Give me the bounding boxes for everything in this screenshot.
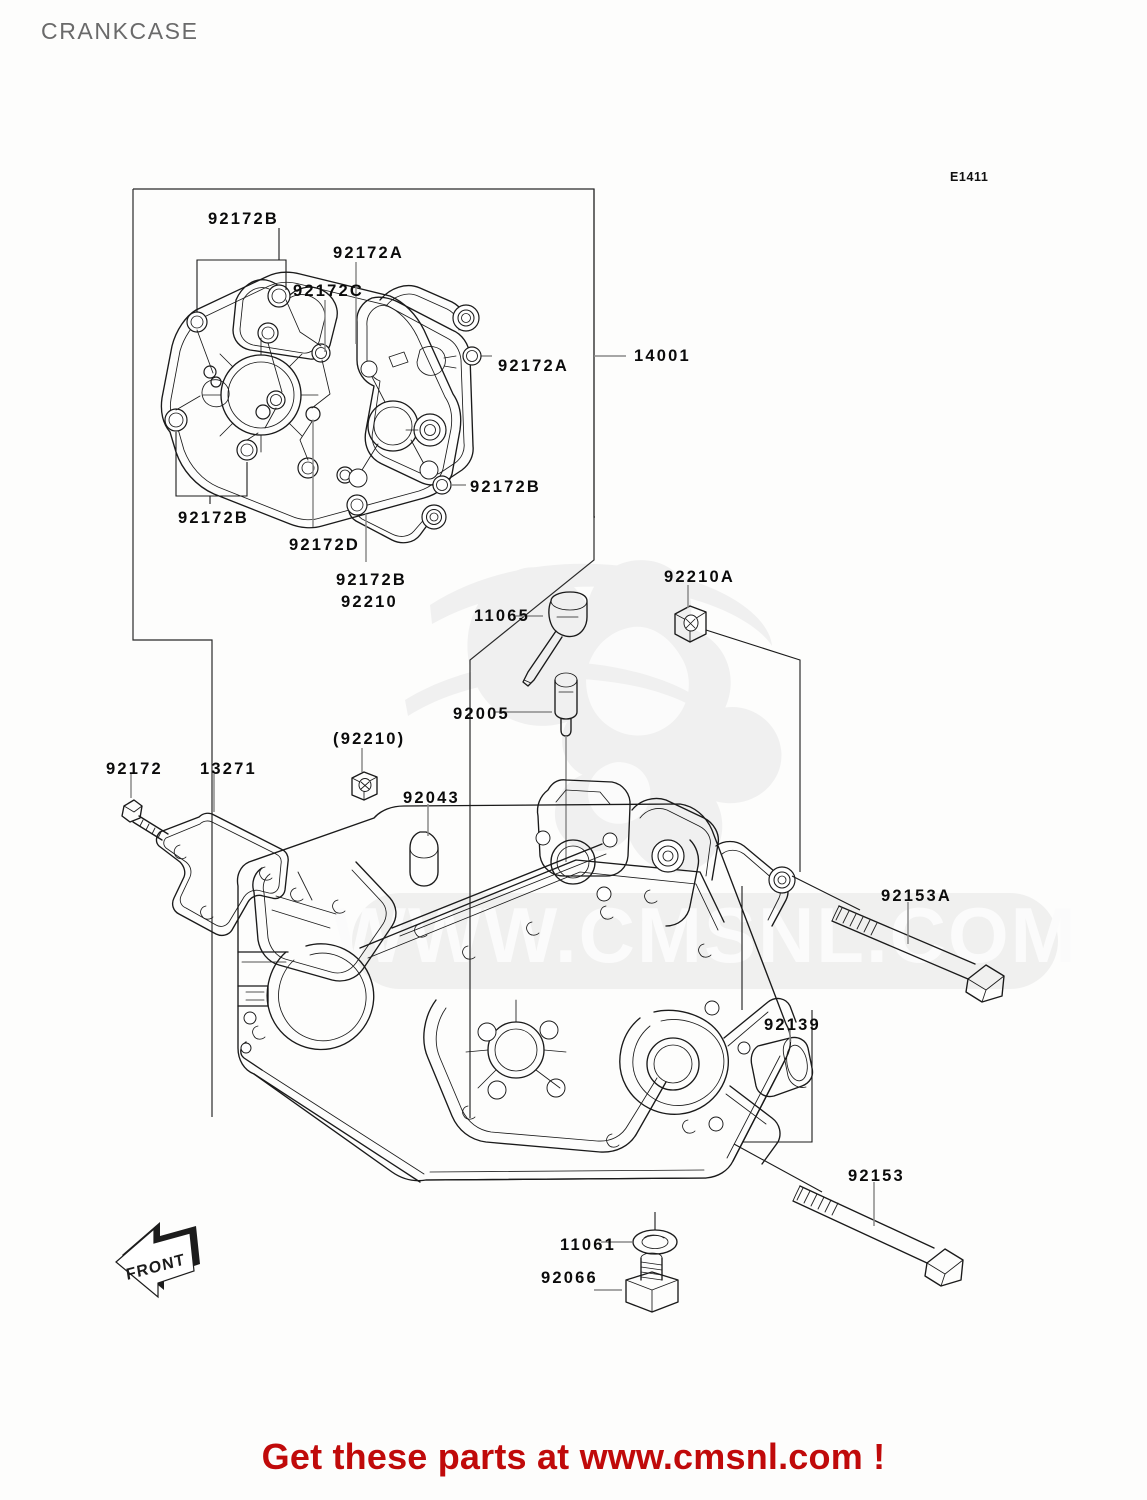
inset-crankcase-half [160, 271, 480, 544]
svg-text:WWW.CMSNL.COM: WWW.CMSNL.COM [332, 891, 1077, 979]
part-92172 [121, 774, 169, 841]
inset-boundary [132, 188, 595, 1118]
callout-inset-92210: 92210 [341, 593, 398, 611]
crankcase-body [236, 779, 797, 1183]
callout-inset-92172A-top: 92172A [333, 244, 404, 262]
callout-inset-92172A-right: 92172A [498, 357, 569, 375]
callout-92005: 92005 [453, 705, 510, 723]
callout-92210A: 92210A [664, 568, 735, 586]
callout-92139: 92139 [764, 1016, 821, 1034]
part-11065 [516, 591, 588, 687]
part-92210-paren [351, 748, 378, 801]
callout-92210: (92210) [333, 730, 406, 748]
part-92139 [741, 886, 814, 1143]
watermark-wordmark: WWW.CMSNL.COM [332, 891, 1077, 989]
left-parts [121, 748, 378, 937]
callout-assembly-14001: 14001 [634, 347, 691, 365]
callout-92043: 92043 [403, 789, 460, 807]
part-92153 [733, 1143, 964, 1287]
sheet-code: E1411 [950, 170, 989, 184]
callout-inset-92172B-right: 92172B [470, 478, 541, 496]
callout-92153A: 92153A [881, 887, 952, 905]
callout-11061: 11061 [560, 1236, 616, 1254]
callout-inset-92172B-bottom: 92172B [336, 571, 407, 589]
page-title: CRANKCASE [41, 18, 199, 44]
part-92153A [791, 875, 1005, 1003]
callout-13271: 13271 [200, 760, 257, 778]
connector-92210A [705, 629, 801, 872]
part-92005 [495, 672, 578, 862]
callout-11065: 11065 [474, 607, 530, 625]
callout-inset-92172B-top: 92172B [208, 210, 279, 228]
part-92210A [674, 585, 707, 643]
part-92043 [409, 804, 439, 887]
callout-inset-92172D: 92172D [289, 536, 360, 554]
part-92066 [594, 1212, 679, 1313]
callout-92066: 92066 [541, 1269, 598, 1287]
front-arrow-marker: FRONT [115, 1222, 200, 1299]
part-13271 [155, 774, 289, 937]
inset-leaders [175, 228, 492, 562]
footer-banner: Get these parts at www.cmsnl.com ! [261, 1436, 886, 1477]
callout-92172: 92172 [106, 760, 163, 778]
mid-small-parts [495, 585, 707, 862]
callout-inset-92172C: 92172C [293, 282, 364, 300]
callout-92153: 92153 [848, 1167, 905, 1185]
callout-inset-92172B-left: 92172B [178, 509, 249, 527]
